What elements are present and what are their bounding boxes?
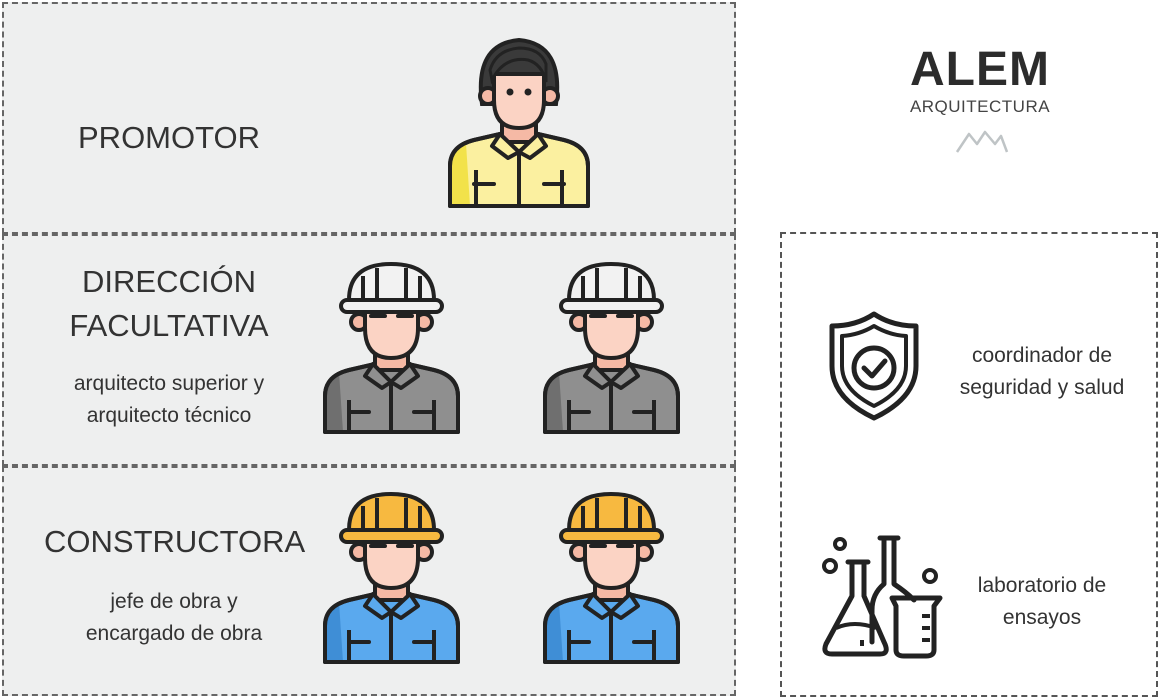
direccion-facultativa-panel: DIRECCIÓN FACULTATIVA arquitecto superio…: [2, 234, 736, 466]
side-panel: coordinador de seguridad y salud laborat…: [780, 232, 1158, 697]
direccion-title-line2: FACULTATIVA: [69, 308, 269, 343]
arquitecto-superior-icon: [323, 262, 460, 434]
constructora-panel: CONSTRUCTORA jefe de obra y encargado de…: [2, 466, 736, 696]
coordinador-label-line1: coordinador de: [971, 344, 1113, 367]
constructora-desc-line1: jefe de obra y: [110, 590, 238, 613]
encargado-de-obra-icon: [543, 492, 680, 664]
constructora-title: CONSTRUCTORA: [44, 524, 306, 559]
constructora-desc-line2: encargado de obra: [85, 622, 263, 645]
arquitecto-tecnico-icon: [543, 262, 680, 434]
brand-name: ALEM: [910, 43, 1050, 96]
direccion-title-line1: DIRECCIÓN: [82, 264, 256, 299]
laboratorio-label-line1: laboratorio de: [977, 574, 1107, 597]
direccion-desc-line1: arquitecto superior y: [73, 372, 265, 395]
promotor-title: PROMOTOR: [78, 120, 260, 155]
coordinador-label-line2: seguridad y salud: [959, 376, 1125, 399]
shield-check-icon: [829, 311, 919, 421]
jefe-de-obra-icon: [323, 492, 460, 664]
lab-flasks-icon: [822, 535, 943, 659]
mountain-logo-icon: [955, 130, 1009, 153]
promotor-worker-icon: [448, 37, 590, 208]
direccion-desc-line2: arquitecto técnico: [86, 404, 252, 427]
brand-subtitle: ARQUITECTURA: [909, 97, 1051, 116]
promotor-panel: PROMOTOR: [2, 2, 736, 234]
laboratorio-label-line2: ensayos: [1002, 606, 1082, 629]
